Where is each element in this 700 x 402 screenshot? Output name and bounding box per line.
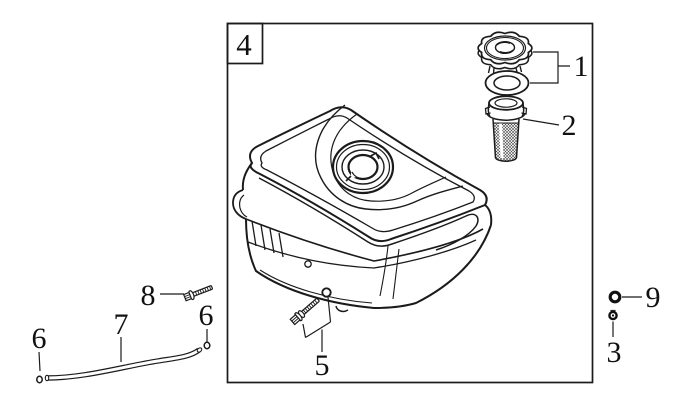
- callout-2-label: 2: [562, 109, 577, 142]
- flange-bolt-threads: [195, 286, 212, 296]
- fuel-cap: [477, 31, 533, 75]
- tank-bottom-inner: [259, 269, 373, 304]
- callout-5-label: 5: [315, 349, 330, 382]
- callout-6-right-label: 6: [199, 299, 214, 332]
- tube-clip-right: [203, 341, 211, 350]
- strainer-collar-inner: [494, 98, 518, 108]
- drain-bolt-assembly: 5: [289, 287, 332, 382]
- callout-1: 1: [530, 50, 589, 84]
- tank-bottom-stub: [335, 305, 349, 313]
- strainer-body-sides: [492, 118, 520, 159]
- tank-ribs: [251, 220, 284, 258]
- tank-recess-outer: [314, 104, 464, 211]
- tube-end-left: [44, 374, 50, 382]
- strainer-mesh: [493, 123, 519, 161]
- callout-1-label: 1: [574, 50, 589, 83]
- tank-lower-body: [245, 218, 492, 310]
- neck-notches: [345, 151, 380, 182]
- callout-2-leader: [522, 118, 560, 126]
- callout-1-leader: [530, 51, 570, 84]
- tank-front-creases: [379, 245, 400, 300]
- figure-number-box: [226, 22, 264, 65]
- cap-lugs: [487, 65, 523, 75]
- cap-emblem-arrows: [496, 41, 514, 54]
- filler-neck-ring: [341, 149, 385, 185]
- drain-bolt: [289, 297, 320, 326]
- flange-bolt-head-facets: [184, 294, 191, 300]
- callout-8-label: 8: [141, 279, 156, 312]
- callout-7-label: 7: [114, 308, 129, 341]
- fuel-tube-assembly: 6 6 7: [32, 299, 214, 384]
- oring: [608, 290, 622, 304]
- drain-bolt-collar: [297, 310, 306, 318]
- drain-oring: [321, 287, 332, 298]
- tank-seam: [245, 218, 484, 262]
- tank-top-panel-line: [260, 115, 475, 233]
- strainer-mesh-highlight: [499, 123, 504, 158]
- neck-inner-arc: [351, 171, 364, 180]
- tank-mount-hole: [304, 260, 312, 268]
- frame-border: [226, 22, 594, 384]
- strainer-tabs: [484, 106, 528, 115]
- tube-end-right: [196, 347, 203, 353]
- figure-number-label: 4: [236, 27, 252, 62]
- strainer-collar-top: [488, 95, 524, 111]
- washer-inner: [493, 75, 521, 91]
- tank-right-side: [484, 204, 493, 226]
- tube-clip-left: [36, 375, 43, 384]
- flange-bolt-assembly: 8: [141, 279, 213, 312]
- callout-6-left-label: 6: [32, 322, 47, 355]
- tank-recess-inner: [330, 113, 447, 202]
- tank-top-lip: [258, 177, 479, 251]
- fuel-tube-outline: [46, 347, 201, 381]
- grommet-center: [611, 314, 615, 317]
- callout-3-label: 3: [607, 336, 622, 369]
- drain-bolt-head: [289, 313, 301, 326]
- tank-flange-inner: [239, 194, 248, 218]
- fuel-tank: [232, 104, 493, 313]
- tank-flange-outer: [232, 189, 247, 220]
- cap-washer: [484, 70, 530, 96]
- strainer-flange: [486, 112, 526, 121]
- cap-emblem: [494, 41, 516, 55]
- callout-5-leader: [302, 296, 332, 352]
- tank-top-face: [249, 106, 488, 243]
- fuel-tube-fill: [46, 348, 200, 380]
- tank-seam-2: [247, 239, 477, 269]
- fuel-strainer: [484, 95, 528, 162]
- grommet-assembly: 3: [607, 309, 622, 369]
- diagram-frame: 4: [226, 22, 594, 384]
- drain-bolt-threads: [302, 299, 318, 314]
- drain-bolt-head-facets: [291, 316, 299, 324]
- cap-inner-ring: [483, 35, 527, 61]
- callout-9-label: 9: [646, 281, 661, 314]
- tank-left-side: [241, 162, 253, 191]
- oring-assembly: 9: [608, 281, 661, 314]
- flange-bolt: [182, 285, 213, 302]
- washer-outer: [484, 70, 530, 96]
- strainer-bottom: [494, 157, 518, 162]
- cap-scalloped-top: [477, 31, 533, 65]
- filler-neck-outer2: [335, 143, 391, 191]
- callout-2: 2: [522, 109, 577, 142]
- cap-inner-ring2: [485, 36, 525, 60]
- neck-gap: [351, 172, 356, 178]
- callout-6-left-leader: [38, 351, 41, 372]
